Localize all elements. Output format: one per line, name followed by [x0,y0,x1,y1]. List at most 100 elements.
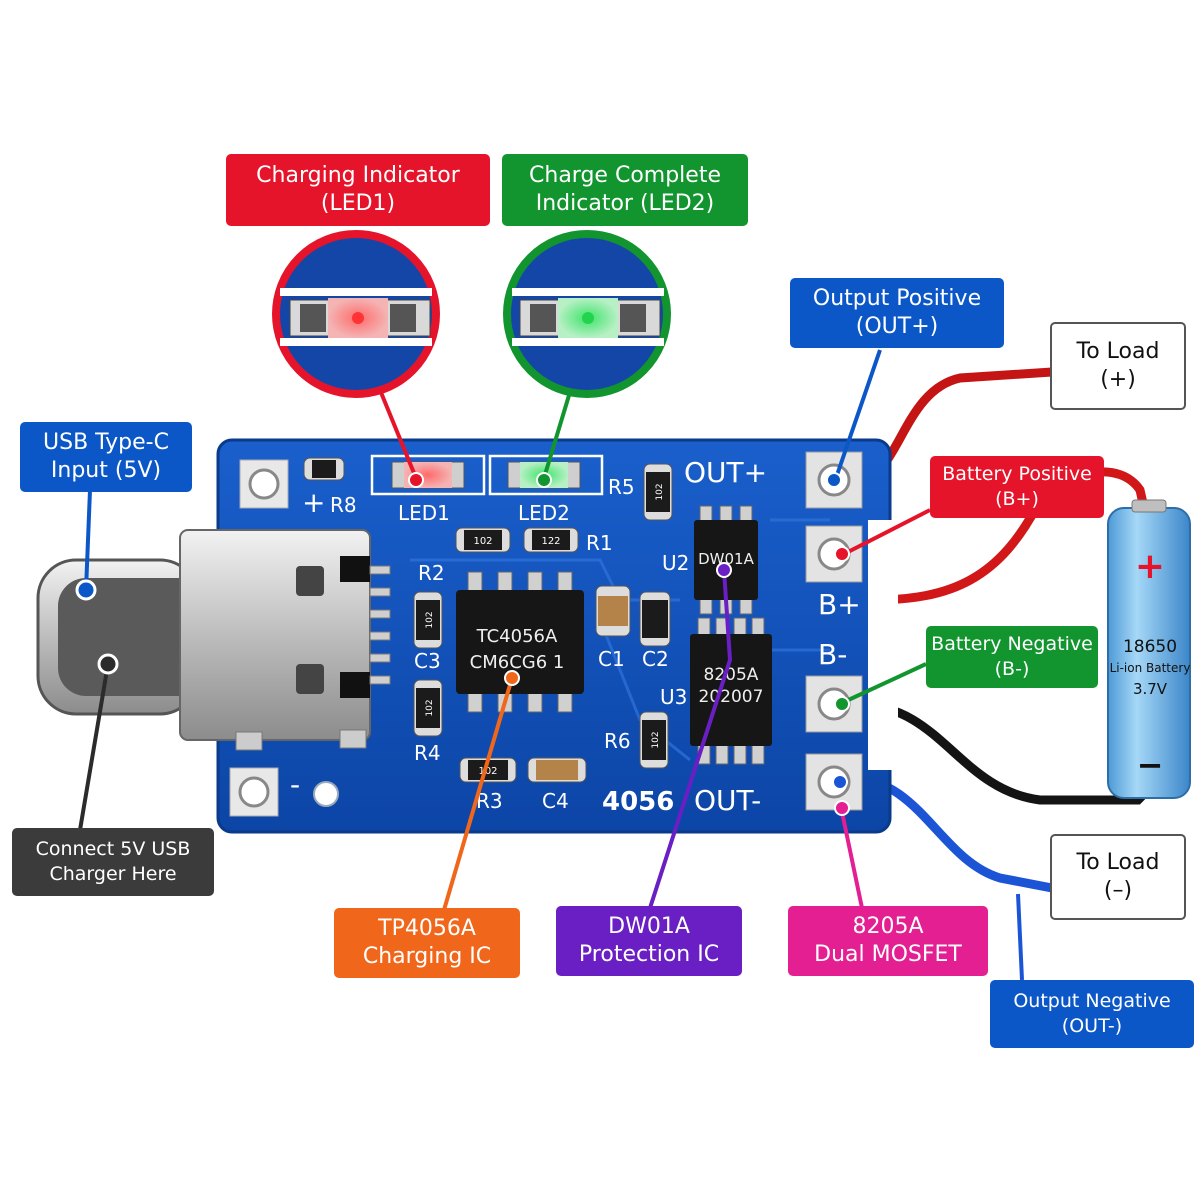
resistor-r8 [303,457,345,481]
silk-r2: R2 [418,561,445,585]
callout-tp4056a-line2: Charging IC [362,944,492,969]
callout-dw01a-line2: Protection IC [578,942,720,967]
silk-r8: R8 [330,493,357,517]
callout-connect-usb: Connect 5V USB Charger Here [12,828,214,896]
leader-usb-input [84,489,92,591]
silk-c1: C1 [598,647,625,671]
resistor-r4-code: 102 [425,699,435,716]
callout-battery-negative-line1: Battery Negative [931,633,1093,655]
callout-output-positive: Output Positive (OUT+) [790,278,1004,348]
leader-battery-negative [843,662,927,704]
silk-c3: C3 [414,649,441,673]
callout-battery-negative: Battery Negative (B-) [926,626,1098,688]
callout-mosfet-line1: 8205A [852,914,924,939]
silk-model: 4056 [602,787,674,817]
callout-to-load-minus: To Load (–) [1050,834,1186,920]
callout-mosfet: 8205A Dual MOSFET [788,906,988,976]
silk-led2: LED2 [518,501,570,525]
led1-outline [370,454,486,496]
dw01a-chip: DW01A [694,505,758,615]
resistor-r5-code: 102 [655,483,665,500]
callout-charge-complete: Charge Complete Indicator (LED2) [502,154,748,226]
resistor-r2-top: 102 [455,527,511,553]
callout-to-load-minus-line2: (–) [1103,878,1133,903]
mosfet-chip-line1: 8205A [704,665,759,685]
battery-chemistry: Li-ion Battery [1110,661,1191,675]
capacitor-c2 [639,591,671,647]
callout-dw01a: DW01A Protection IC [556,906,742,976]
silk-b-minus: B- [818,638,847,671]
silk-out-plus: OUT+ [684,456,767,489]
callout-output-positive-line1: Output Positive [812,286,982,311]
leader-dot-connect [97,653,119,675]
silk-r5: R5 [608,475,635,499]
callout-charge-complete-line1: Charge Complete [529,163,721,188]
mount-hole-top-left [239,459,289,509]
leader-dot-mosfet [834,800,850,816]
silk-out-minus: OUT- [694,784,761,817]
callout-mosfet-line2: Dual MOSFET [814,942,962,967]
silk-c4: C4 [542,789,569,813]
led1-magnifier [272,230,440,398]
usb-c-connector [36,529,391,751]
leader-dot-b-plus [834,546,850,562]
callout-output-negative-line1: Output Negative [1013,990,1171,1012]
silk-r1: R1 [586,531,613,555]
resistor-r2-code: 102 [425,611,435,628]
callout-battery-positive-line2: (B+) [995,488,1039,510]
silk-r4: R4 [414,741,441,765]
resistor-r3: 102 [459,757,517,783]
callout-battery-positive: Battery Positive (B+) [930,456,1104,518]
via-hole [313,781,339,807]
callout-charging-indicator-line1: Charging Indicator [256,163,460,188]
silk-u3: U3 [660,685,687,709]
resistor-r1: 122 [523,527,579,553]
resistor-r2-top-code: 102 [473,536,492,547]
callout-to-load-minus-line1: To Load [1076,850,1160,875]
callout-to-load-plus: To Load (+) [1050,322,1186,410]
resistor-r6-code: 102 [651,731,661,748]
leader-led2 [542,391,572,479]
silk-c2: C2 [642,647,669,671]
battery-voltage: 3.7V [1133,680,1168,698]
battery-type: 18650 [1123,637,1177,657]
resistor-r1-code: 122 [541,536,560,547]
silk-led1: LED1 [398,501,450,525]
leader-connect-usb [78,663,110,831]
capacitor-c1 [595,585,631,637]
led2-outline [488,454,604,496]
resistor-r2: 102 [413,591,443,649]
silk-plus: + [302,486,325,519]
leader-dw01a [648,569,733,909]
tp4056-chip-line2: CM6CG6 1 [470,652,565,673]
led2-magnifier [503,230,671,398]
callout-connect-usb-line1: Connect 5V USB [35,838,191,860]
leader-dot-led2 [536,472,552,488]
callout-charging-indicator: Charging Indicator (LED1) [226,154,490,226]
leader-dot-usb [75,579,97,601]
leader-mosfet [840,811,864,909]
silk-r6: R6 [604,729,631,753]
capacitor-c4 [527,757,587,783]
leader-tp4056 [442,677,514,911]
callout-output-positive-line2: (OUT+) [855,314,939,339]
leader-dot-b-minus [834,696,850,712]
leader-battery-positive [843,508,931,556]
callout-connect-usb-line2: Charger Here [49,863,177,885]
callout-charge-complete-line2: Indicator (LED2) [535,191,715,216]
callout-usb-input: USB Type-C Input (5V) [20,422,192,492]
leader-output-negative [1016,893,1024,981]
leader-dot-tp4056 [504,670,520,686]
battery-minus-sign: − [1137,746,1164,784]
silk-minus: - [290,768,300,801]
callout-output-negative-line2: (OUT-) [1061,1015,1123,1037]
callout-charging-indicator-line2: (LED1) [320,191,396,216]
dw01a-chip-label: DW01A [698,550,754,568]
callout-battery-negative-line2: (B-) [994,658,1030,680]
silk-b-plus: B+ [818,588,861,621]
callout-output-negative: Output Negative (OUT-) [990,980,1194,1048]
leader-dot-out-minus [832,774,848,790]
callout-tp4056a-line1: TP4056A [378,916,476,941]
silk-u2: U2 [662,551,689,575]
